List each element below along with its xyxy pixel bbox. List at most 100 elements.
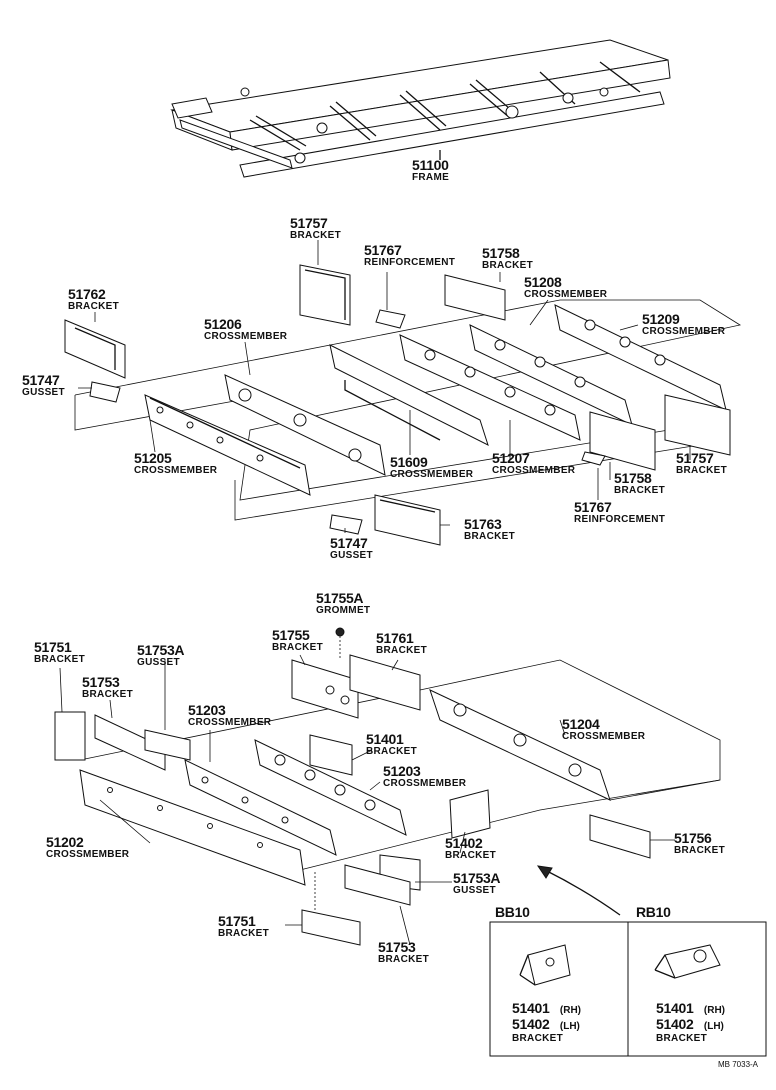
mid-frame-section-drawing (64, 240, 742, 546)
callout-51758-bracket-top: 51758 BRACKET (482, 246, 533, 271)
part-number: 51747 (330, 535, 368, 551)
part-number: 51755A (316, 590, 364, 606)
callout-51763-bracket: 51763 BRACKET (464, 517, 515, 542)
inset-title-rb10: RB10 (636, 905, 671, 919)
callout-51205-crossmember: 51205 CROSSMEMBER (134, 451, 217, 476)
part-name: GUSSET (453, 885, 496, 896)
callout-51207-crossmember: 51207 CROSSMEMBER (492, 451, 575, 476)
callout-51753a-gusset-bottom: 51753A GUSSET (453, 870, 501, 896)
part-number: 51757 (290, 215, 328, 231)
part-number: 51753A (137, 642, 185, 658)
part-name: REINFORCEMENT (574, 514, 666, 525)
lower-frame-section-drawing (54, 627, 721, 946)
part-number: 51751 (34, 639, 72, 655)
part-name: CROSSMEMBER (204, 331, 288, 342)
part-name: BRACKET (82, 689, 133, 700)
part-name: CROSSMEMBER (492, 465, 576, 476)
callout-51203-crossmember-front: 51203 CROSSMEMBER (188, 703, 271, 728)
part-name: CROSSMEMBER (188, 717, 272, 728)
callout-51767-reinforcement-top: 51767 REINFORCEMENT (364, 243, 455, 268)
part-name: BRACKET (445, 850, 496, 861)
part-number: 51758 (614, 470, 652, 486)
part-name: BRACKET (378, 954, 429, 965)
part-name: CROSSMEMBER (642, 326, 726, 337)
part-name: BRACKET (676, 465, 727, 476)
callout-51206-crossmember: 51206 CROSSMEMBER (204, 317, 287, 342)
side-rh: (RH) (703, 1005, 725, 1016)
part-name: BRACKET (674, 845, 725, 856)
inset-title-bb10: BB10 (495, 905, 530, 919)
part-number: 51761 (376, 630, 414, 646)
callout-51751-bracket-bottom: 51751 BRACKET (218, 914, 269, 939)
part-name: BRACKET (482, 260, 533, 271)
part-number: 51202 (46, 834, 84, 850)
callout-51753a-gusset-top: 51753A GUSSET (137, 642, 185, 668)
callout-51208-crossmember: 51208 CROSSMEMBER (524, 275, 607, 300)
part-number: 51753A (453, 870, 501, 886)
callout-51758-bracket-bottom: 51758 BRACKET (614, 471, 665, 496)
part-number: 51762 (68, 286, 106, 302)
callout-51755a-grommet: 51755A GROMMET (316, 591, 370, 616)
part-name: GUSSET (22, 387, 65, 398)
part-name: FRAME (412, 172, 450, 183)
part-name: BRACKET (272, 642, 323, 653)
callout-51202-crossmember: 51202 CROSSMEMBER (46, 835, 129, 860)
callout-51751-bracket-top: 51751 BRACKET (34, 640, 85, 665)
inset-bb10-callout: 51401 (RH) 51402 (LH) BRACKET (512, 1001, 581, 1044)
part-name: CROSSMEMBER (390, 469, 474, 480)
part-number: 51755 (272, 627, 310, 643)
part-number: 51203 (188, 702, 226, 718)
side-rh: (RH) (559, 1005, 581, 1016)
part-number: 51204 (562, 716, 600, 732)
part-number: 51401 (366, 731, 404, 747)
part-name: CROSSMEMBER (383, 778, 467, 789)
part-number: 51753 (82, 674, 120, 690)
part-name: CROSSMEMBER (524, 289, 608, 300)
part-number: 51756 (674, 830, 712, 846)
callout-51755-bracket: 51755 BRACKET (272, 628, 323, 653)
callout-51609-crossmember: 51609 CROSSMEMBER (390, 455, 473, 480)
side-lh: (LH) (559, 1021, 580, 1032)
part-number: 51767 (574, 499, 612, 515)
part-number: 51208 (524, 274, 562, 290)
callout-51747-gusset-left: 51747 GUSSET (22, 373, 65, 398)
inset-rb10-callout: 51401 (RH) 51402 (LH) BRACKET (656, 1001, 725, 1044)
part-name: GUSSET (330, 550, 373, 561)
part-name: BRACKET (34, 654, 85, 665)
part-name: BRACKET (614, 485, 665, 496)
part-name: GUSSET (137, 657, 180, 668)
inset-box (489, 921, 767, 1057)
part-name: BRACKET (512, 1033, 563, 1044)
callout-51401-bracket: 51401 BRACKET (366, 732, 417, 757)
part-number: 51763 (464, 516, 502, 532)
part-number: 51747 (22, 372, 60, 388)
inset-title-text: BB10 (495, 904, 530, 920)
callout-frame: 51100 FRAME (412, 158, 449, 183)
part-name: CROSSMEMBER (46, 849, 130, 860)
part-number: 51753 (378, 939, 416, 955)
part-name: BRACKET (218, 928, 269, 939)
part-name: BRACKET (656, 1033, 707, 1044)
figure-code: MB 7033-A (718, 1060, 759, 1069)
part-number: 51767 (364, 242, 402, 258)
callout-51753-bracket-top: 51753 BRACKET (82, 675, 133, 700)
part-number: 51758 (482, 245, 520, 261)
part-number: 51203 (383, 763, 421, 779)
part-number: 51206 (204, 316, 242, 332)
part-number: 51757 (676, 450, 714, 466)
callout-51203-crossmember-middle: 51203 CROSSMEMBER (383, 764, 466, 789)
callout-51402-bracket: 51402 BRACKET (445, 836, 496, 861)
part-number: 51402 (656, 1016, 694, 1032)
frame-assembly-drawing (170, 39, 671, 178)
callout-51761-bracket: 51761 BRACKET (376, 631, 427, 656)
part-number: 51402 (445, 835, 483, 851)
callout-51756-bracket: 51756 BRACKET (674, 831, 725, 856)
callout-51747-gusset-bottom: 51747 GUSSET (330, 536, 373, 561)
part-name: BRACKET (366, 746, 417, 757)
part-name: REINFORCEMENT (364, 257, 456, 268)
part-number: 51609 (390, 454, 428, 470)
part-number: 51401 (512, 1000, 550, 1016)
part-name: BRACKET (376, 645, 427, 656)
